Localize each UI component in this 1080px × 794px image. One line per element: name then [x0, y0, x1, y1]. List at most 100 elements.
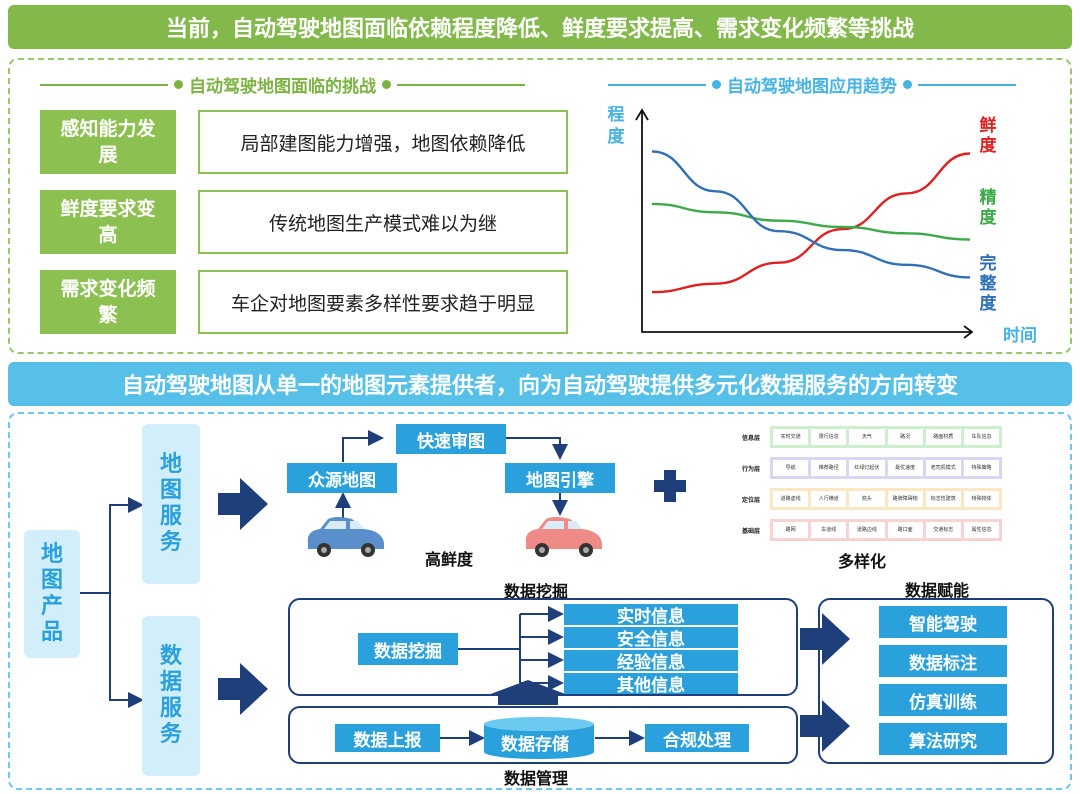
title-dot-left — [174, 80, 183, 89]
layer-cell: 路牌障碍物 — [887, 491, 923, 507]
challenge-label-perception: 感知能力发展 — [40, 110, 176, 174]
layer-cell: 车道线 — [811, 522, 847, 538]
data-management-group — [288, 706, 798, 764]
layer-row-label: 行为层 — [741, 465, 760, 473]
challenges-title-text: 自动驾驶地图面临的挑战 — [189, 77, 376, 97]
high-freshness-caption: 高鲜度 — [425, 550, 474, 569]
connector-review-engine — [505, 437, 568, 460]
trend-line-precision — [651, 202, 971, 241]
data-report-box: 数据上报 — [335, 724, 440, 752]
layer-row-label: 信息层 — [741, 434, 760, 442]
layer-row: 基础层路网车道线道路边线路口面交通标志属性信息 — [732, 517, 1002, 543]
trend-title-text: 自动驾驶地图应用趋势 — [727, 77, 897, 97]
top-banner: 当前，自动驾驶地图面临依赖程度降低、鲜度要求提高、需求变化频繁等挑战 — [8, 5, 1072, 49]
layer-cell: 道路虚线 — [773, 491, 809, 507]
layer-cell: 标志性建筑 — [925, 491, 961, 507]
car-icon-pink — [525, 517, 602, 557]
car-icon-blue — [307, 517, 384, 557]
trend-line-freshness — [651, 152, 971, 294]
map-products-node: 地图产品 — [24, 530, 80, 658]
layer-row: 行为层 导航推荐路径红绿灯起伏最优速度老司机模式特殊策略 — [732, 455, 1002, 481]
trend-rule-right — [918, 83, 1016, 86]
data-empower-group — [818, 598, 1054, 764]
connector-crowd-review — [342, 430, 384, 462]
layer-cell: 最优速度 — [887, 460, 923, 476]
layer-row: 信息层 实时交通限行信息天气路况路面材质车队信息 — [732, 424, 1002, 450]
challenge-label-freshness: 鲜度要求变高 — [40, 190, 176, 254]
layer-row-cells: 实时交通限行信息天气路况路面材质车队信息 — [770, 426, 1002, 448]
layer-cell: 车队信息 — [963, 429, 1000, 445]
challenge-text-demand: 车企对地图要素多样性要求趋于明显 — [198, 270, 568, 334]
data-storage-label: 数据存储 — [501, 735, 569, 755]
trend-title: 自动驾驶地图应用趋势 — [608, 72, 1016, 97]
layer-cell: 天气 — [849, 429, 885, 445]
trend-line-completeness — [651, 150, 971, 279]
layer-cell: 交通标志 — [925, 522, 961, 538]
layer-cell: 路面材质 — [925, 429, 961, 445]
algorithm-research-box: 算法研究 — [879, 723, 1007, 755]
trend-axes — [641, 112, 972, 333]
map-layer-grid: 信息层 实时交通限行信息天气路况路面材质车队信息行为层 导航推荐路径红绿灯起伏最优速… — [732, 424, 1002, 546]
challenge-text-perception: 局部建图能力增强，地图依赖降低 — [198, 110, 568, 174]
connector-root-to-services — [80, 504, 140, 701]
data-labeling-box: 数据标注 — [879, 645, 1007, 677]
layer-cell: 特殊物体 — [963, 491, 1000, 507]
title-dot-right — [382, 80, 391, 89]
middle-banner: 自动驾驶地图从单一的地图元素提供者，向为自动驾驶提供多元化数据服务的方向转变 — [8, 362, 1072, 406]
data-management-caption: 数据管理 — [504, 769, 569, 788]
layer-row: 定位层道路虚线人行横道箭头路牌障碍物标志性建筑特殊物体 — [732, 486, 1002, 512]
block-arrow-map — [218, 478, 268, 530]
data-mining-group — [288, 598, 798, 696]
simulation-training-box: 仿真训练 — [879, 684, 1007, 716]
layer-cell: 路口面 — [887, 522, 923, 538]
map-engine-box: 地图引擎 — [505, 463, 615, 493]
block-arrow-empower-bottom — [800, 700, 850, 752]
other-info-box: 其他信息 — [564, 673, 738, 696]
layer-cell: 属性信息 — [963, 522, 1000, 538]
challenge-text-freshness: 传统地图生产模式难以为继 — [198, 190, 568, 254]
trend-dot-left — [712, 80, 721, 89]
block-arrow-empower-top — [800, 613, 850, 665]
safety-info-box: 安全信息 — [564, 627, 738, 650]
block-arrow-data — [218, 663, 268, 715]
layer-cell: 老司机模式 — [925, 460, 961, 476]
challenge-label-demand: 需求变化频繁 — [40, 270, 176, 334]
compliance-box: 合规处理 — [645, 724, 749, 752]
layer-cell: 限行信息 — [811, 429, 847, 445]
layer-cell: 红绿灯起伏 — [849, 460, 885, 476]
layer-cell: 人行横道 — [811, 491, 847, 507]
series-label-completeness: 完整度 — [979, 254, 997, 314]
data-mining-box: 数据挖掘 — [358, 633, 458, 665]
challenges-title: 自动驾驶地图面临的挑战 — [40, 72, 525, 97]
diversity-caption: 多样化 — [838, 552, 887, 571]
products-panel — [8, 412, 1072, 790]
trend-dot-right — [903, 80, 912, 89]
layer-cell: 导航 — [773, 460, 809, 476]
title-rule-left — [40, 83, 168, 86]
x-axis-label: 时间 — [1003, 326, 1037, 346]
data-mining-caption: 数据挖掘 — [504, 582, 569, 601]
realtime-info-box: 实时信息 — [564, 604, 738, 627]
data-service-node: 数据服务 — [142, 616, 200, 776]
layer-cell: 特殊策略 — [963, 460, 1000, 476]
series-label-precision: 精度 — [979, 188, 997, 228]
connector-mining-branches — [458, 614, 521, 683]
layer-cell: 箭头 — [849, 491, 885, 507]
layer-row-label: 基础层 — [741, 527, 760, 535]
plus-icon — [654, 470, 686, 502]
storage-cylinder-top — [484, 717, 594, 731]
block-arrow-up — [488, 680, 568, 705]
quick-review-box: 快速审图 — [396, 424, 506, 454]
map-service-node: 地图服务 — [142, 424, 200, 584]
layer-cell: 路网 — [773, 522, 809, 538]
layer-row-cells: 导航推荐路径红绿灯起伏最优速度老司机模式特殊策略 — [770, 457, 1002, 479]
layer-row-cells: 道路虚线人行横道箭头路牌障碍物标志性建筑特殊物体 — [770, 488, 1002, 510]
smart-driving-box: 智能驾驶 — [879, 606, 1007, 638]
trend-axis-arrows — [635, 108, 974, 339]
y-axis-label: 程度 — [607, 105, 625, 147]
experience-info-box: 经验信息 — [564, 650, 738, 673]
layer-cell: 推荐路径 — [811, 460, 847, 476]
challenges-trend-panel — [8, 58, 1072, 354]
title-rule-right — [397, 83, 525, 86]
